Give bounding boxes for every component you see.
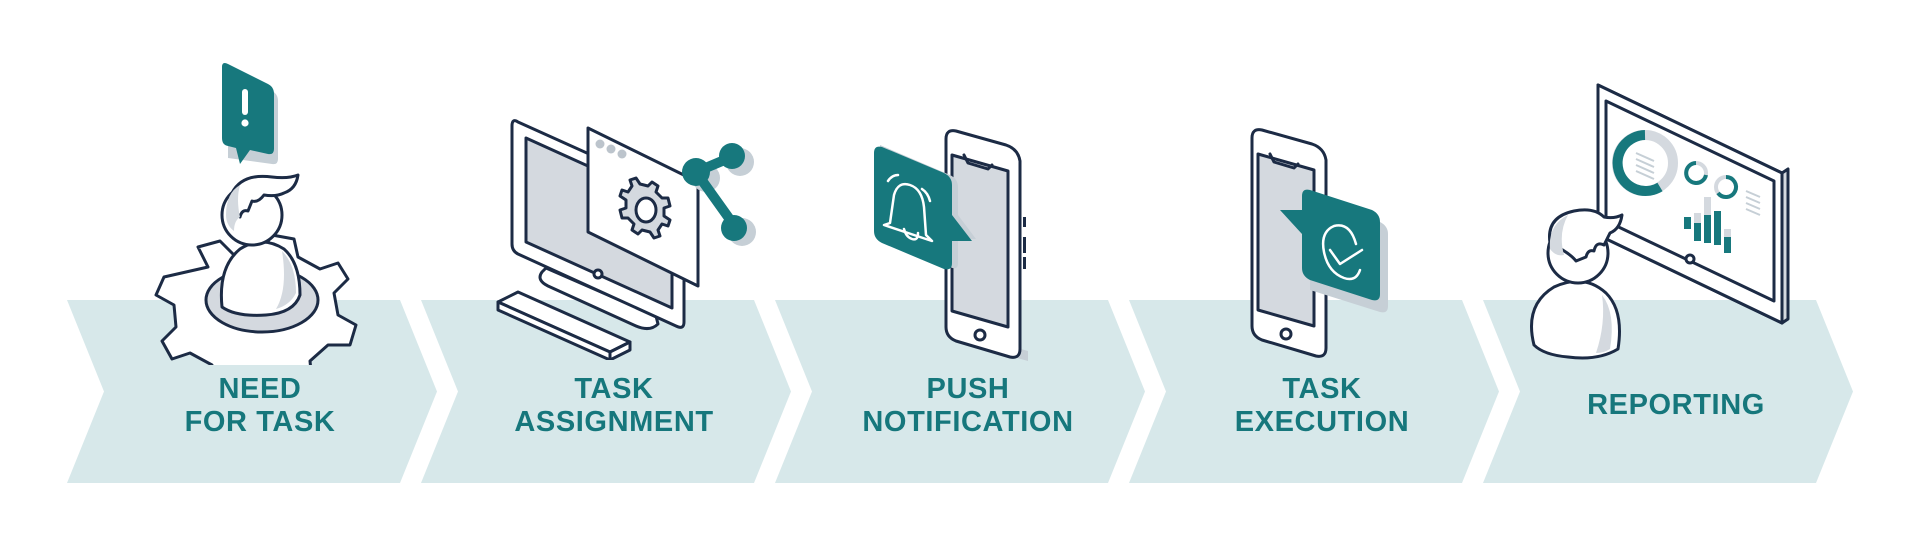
step-label-line: TASK: [1282, 372, 1362, 405]
step-label-line: FOR TASK: [184, 405, 336, 438]
check-bubble: [1280, 189, 1380, 301]
donut-chart-large: [1612, 130, 1678, 196]
step-label-line: ASSIGNMENT: [514, 405, 714, 438]
donut-chart-small-1: [1684, 161, 1708, 185]
bar-chart: [1684, 197, 1731, 253]
step-label-line: TASK: [574, 372, 654, 405]
chevron-task-execution: [1129, 300, 1499, 483]
chevron-push-notification: [775, 300, 1145, 483]
step-label-line: REPORTING: [1587, 389, 1765, 421]
person-icon: [1530, 208, 1624, 360]
alert-bubble: [222, 63, 274, 164]
person-icon: [219, 173, 302, 317]
settings-gear-icon: [618, 176, 672, 240]
person-dashboard-icon: [1530, 83, 1790, 360]
step-label-line: PUSH: [926, 372, 1010, 405]
phone-bell-icon: [874, 129, 1028, 361]
step-label-line: NOTIFICATION: [862, 405, 1074, 438]
check-icon: [1321, 224, 1364, 281]
person-gear-alert-icon: [154, 63, 358, 365]
step-label-line: NEED: [218, 372, 302, 405]
step-label-line: EXECUTION: [1234, 405, 1410, 438]
donut-chart-small-2: [1714, 175, 1738, 199]
computer-gear-share-icon: [496, 119, 756, 360]
share-icon: [682, 143, 756, 246]
chevron-task-assignment: [421, 300, 791, 483]
bell-icon: [882, 173, 934, 243]
step-label-reporting: REPORTING: [1526, 300, 1826, 483]
phone-check-icon: [1250, 128, 1388, 358]
